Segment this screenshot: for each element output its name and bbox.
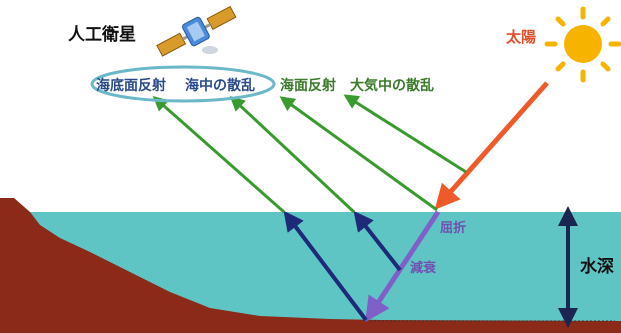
depth-label: 水深 — [580, 256, 614, 277]
bottom-reflection-label: 海底面反射 — [96, 77, 166, 94]
seabed — [0, 198, 621, 333]
sunlight-ray — [434, 81, 549, 210]
refraction-label: 屈折 — [440, 220, 466, 236]
underwater-scatter-return-water — [353, 210, 402, 272]
refracted-ray — [365, 210, 441, 323]
atmosphere-scatter-ray — [343, 94, 467, 174]
underwater-scatter-label: 海中の散乱 — [185, 77, 255, 94]
satellite-icon — [156, 5, 237, 57]
surface-reflection-ray — [279, 96, 438, 212]
surface-reflection-label: 海面反射 — [280, 77, 336, 94]
highlight-ellipse — [90, 65, 276, 103]
bottom-reflection-return-water — [283, 210, 368, 322]
sun-icon — [544, 6, 621, 83]
bottom-reflection-return-air — [152, 96, 285, 214]
atmosphere-scatter-label: 大気中の散乱 — [350, 77, 434, 94]
underwater-scatter-return-air — [229, 95, 356, 214]
satellite-label: 人工衛星 — [68, 24, 136, 45]
attenuation-label: 減衰 — [410, 260, 437, 276]
sun-label: 太陽 — [506, 28, 536, 46]
